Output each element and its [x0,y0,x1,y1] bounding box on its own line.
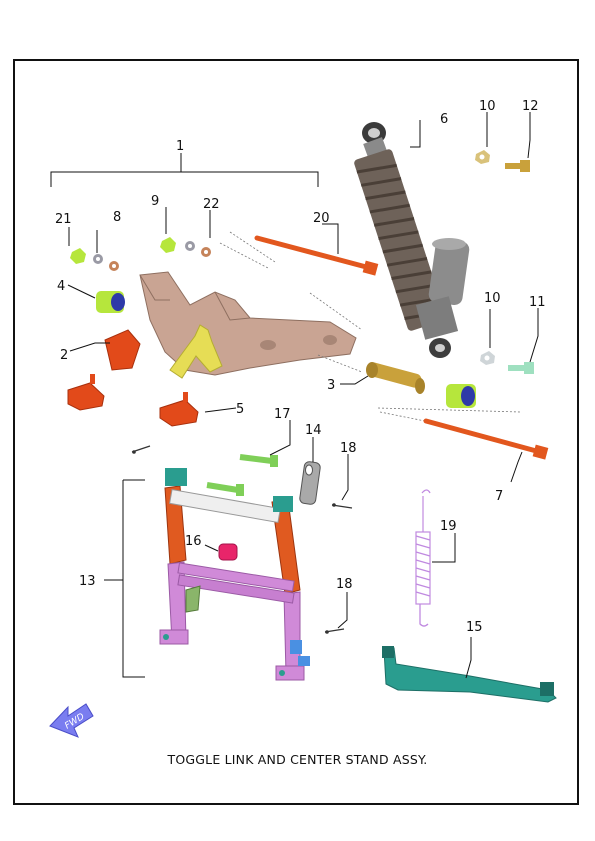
spring-19 [415,489,431,627]
nut-21 [70,248,86,264]
callout-10-top: 10 [479,99,496,114]
washer-22 [185,241,211,257]
bolt-12 [505,160,530,172]
bolt-17 [206,454,278,496]
callout-22: 22 [203,197,220,212]
callout-7: 7 [495,489,503,504]
plate-14 [299,461,321,505]
washer-8 [93,254,119,271]
callout-5: 5 [236,402,244,417]
callout-11: 11 [529,295,546,310]
callout-1-bracket [50,153,319,187]
nut-10-top [475,150,490,164]
callout-15: 15 [466,620,483,635]
diagram-title: TOGGLE LINK AND CENTER STAND ASSY. [167,752,428,767]
callout-13: 13 [79,574,96,589]
long-bolt-7 [423,418,549,460]
center-stand [159,468,310,681]
diagram-frame [13,59,579,805]
nut-9 [160,237,176,253]
callout-1: 1 [176,139,184,154]
toggle-link [139,271,357,376]
rubber-2 [67,329,141,411]
callout-12: 12 [522,99,539,114]
nut-10-lower [480,351,495,365]
callout-17: 17 [274,407,291,422]
callout-8: 8 [113,210,121,225]
callout-18-lower: 18 [336,577,353,592]
callout-18-top: 18 [340,441,357,456]
long-bolt-20 [254,235,379,276]
bushing-4 [96,291,125,313]
leader-lines [67,112,539,679]
assembly-guides [219,231,521,423]
callout-numbers: 1 2 3 4 5 6 7 8 9 10 10 11 12 13 14 15 1… [55,99,546,635]
callout-20: 20 [313,211,330,226]
callout-19: 19 [440,519,457,534]
stopper-16 [218,543,238,561]
pin-18-lower [324,628,345,634]
callout-21: 21 [55,212,72,227]
callout-4: 4 [57,279,65,294]
callout-6: 6 [440,112,448,127]
callout-3: 3 [327,378,335,393]
callout-9: 9 [151,194,159,209]
cotter-pin [131,445,151,454]
callout-14: 14 [305,423,322,438]
bolt-3 [366,362,425,394]
callout-16: 16 [185,534,202,549]
shock-absorber [354,122,470,358]
rubber-5 [159,392,199,427]
pin-18-top [331,503,353,509]
side-stand [382,646,557,703]
bushing-right [446,384,476,408]
yellow-bracket [169,324,223,379]
callout-2: 2 [60,348,68,363]
bolt-11 [508,362,534,374]
fwd-arrow-icon: FWD [49,703,94,738]
callout-10-lower: 10 [484,291,501,306]
